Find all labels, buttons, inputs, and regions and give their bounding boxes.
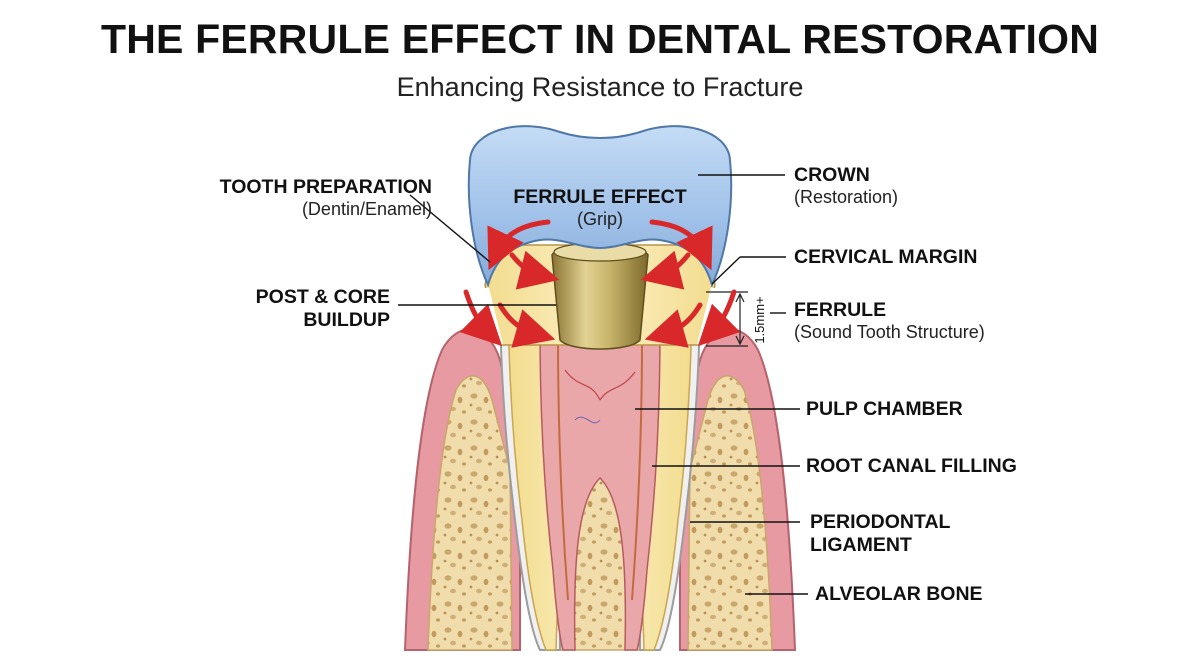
pulp-canal [539,329,661,651]
label-periodontal-ligament: PERIODONTAL LIGAMENT [810,511,951,556]
label-ferrule-effect: FERRULE EFFECT (Grip) [513,186,687,229]
alveolar-bone-right [687,375,773,651]
leader-lines [398,174,808,595]
ferrule-measurement: 1.5mm+ [752,296,767,343]
label-post-core: POST & CORE BUILDUP [255,286,390,331]
page-title: THE FERRULE EFFECT IN DENTAL RESTORATION [100,16,1100,62]
label-pulp-chamber: PULP CHAMBER [806,398,963,420]
label-tooth-preparation: TOOTH PREPARATION (Dentin/Enamel) [219,176,432,219]
label-ferrule: FERRULE (Sound Tooth Structure) [794,299,985,342]
label-cervical-margin: CERVICAL MARGIN [794,246,978,268]
page-subtitle: Enhancing Resistance to Fracture [396,72,804,102]
label-crown: CROWN (Restoration) [794,164,899,207]
alveolar-bone-left [427,375,513,651]
label-root-canal-filling: ROOT CANAL FILLING [806,455,1017,477]
ferrule-force-arrows [459,219,741,348]
label-alveolar-bone: ALVEOLAR BONE [815,583,983,605]
